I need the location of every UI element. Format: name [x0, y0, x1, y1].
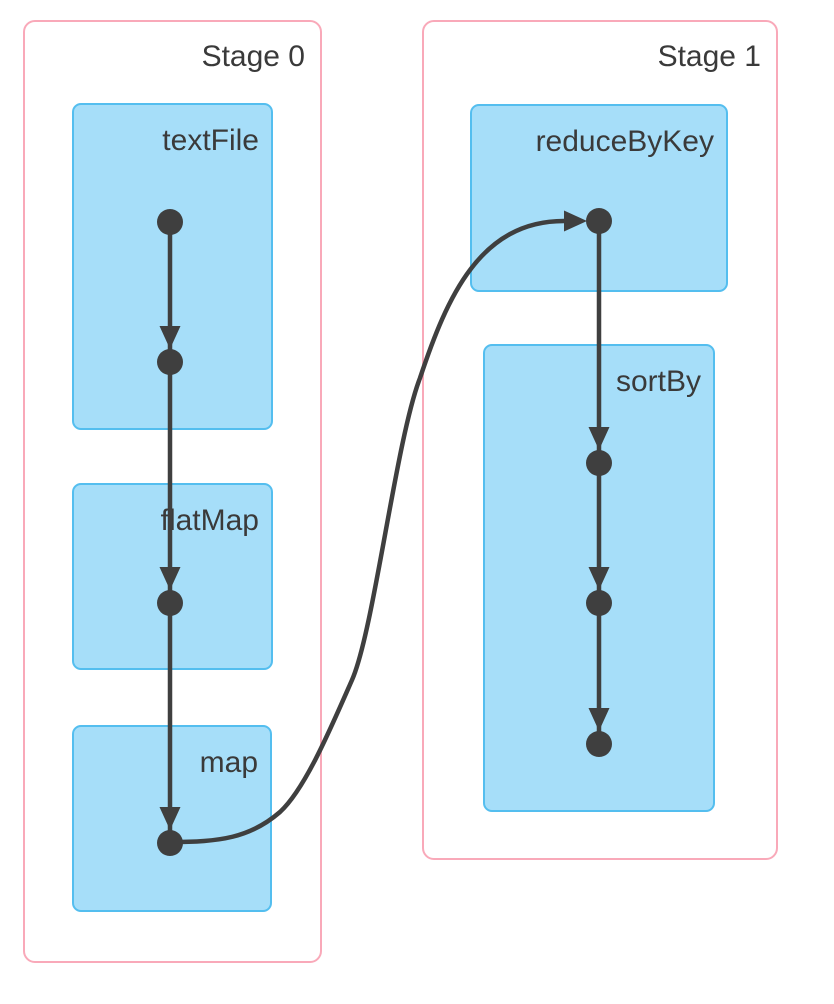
stage-0-label: Stage 0: [201, 40, 305, 73]
op-label-textfile: textFile: [162, 124, 259, 157]
op-box-reducebykey[interactable]: reduceByKey: [470, 104, 728, 292]
op-box-map[interactable]: map: [72, 725, 272, 912]
op-label-map: map: [199, 746, 258, 779]
op-label-reducebykey: reduceByKey: [535, 125, 714, 158]
stage-1-label: Stage 1: [657, 40, 761, 73]
op-label-sortby: sortBy: [615, 365, 701, 398]
op-box-sortby[interactable]: sortBy: [483, 344, 715, 812]
op-box-textfile[interactable]: textFile: [72, 103, 273, 430]
op-box-flatmap[interactable]: flatMap: [72, 483, 273, 670]
op-label-flatmap: flatMap: [160, 504, 259, 537]
